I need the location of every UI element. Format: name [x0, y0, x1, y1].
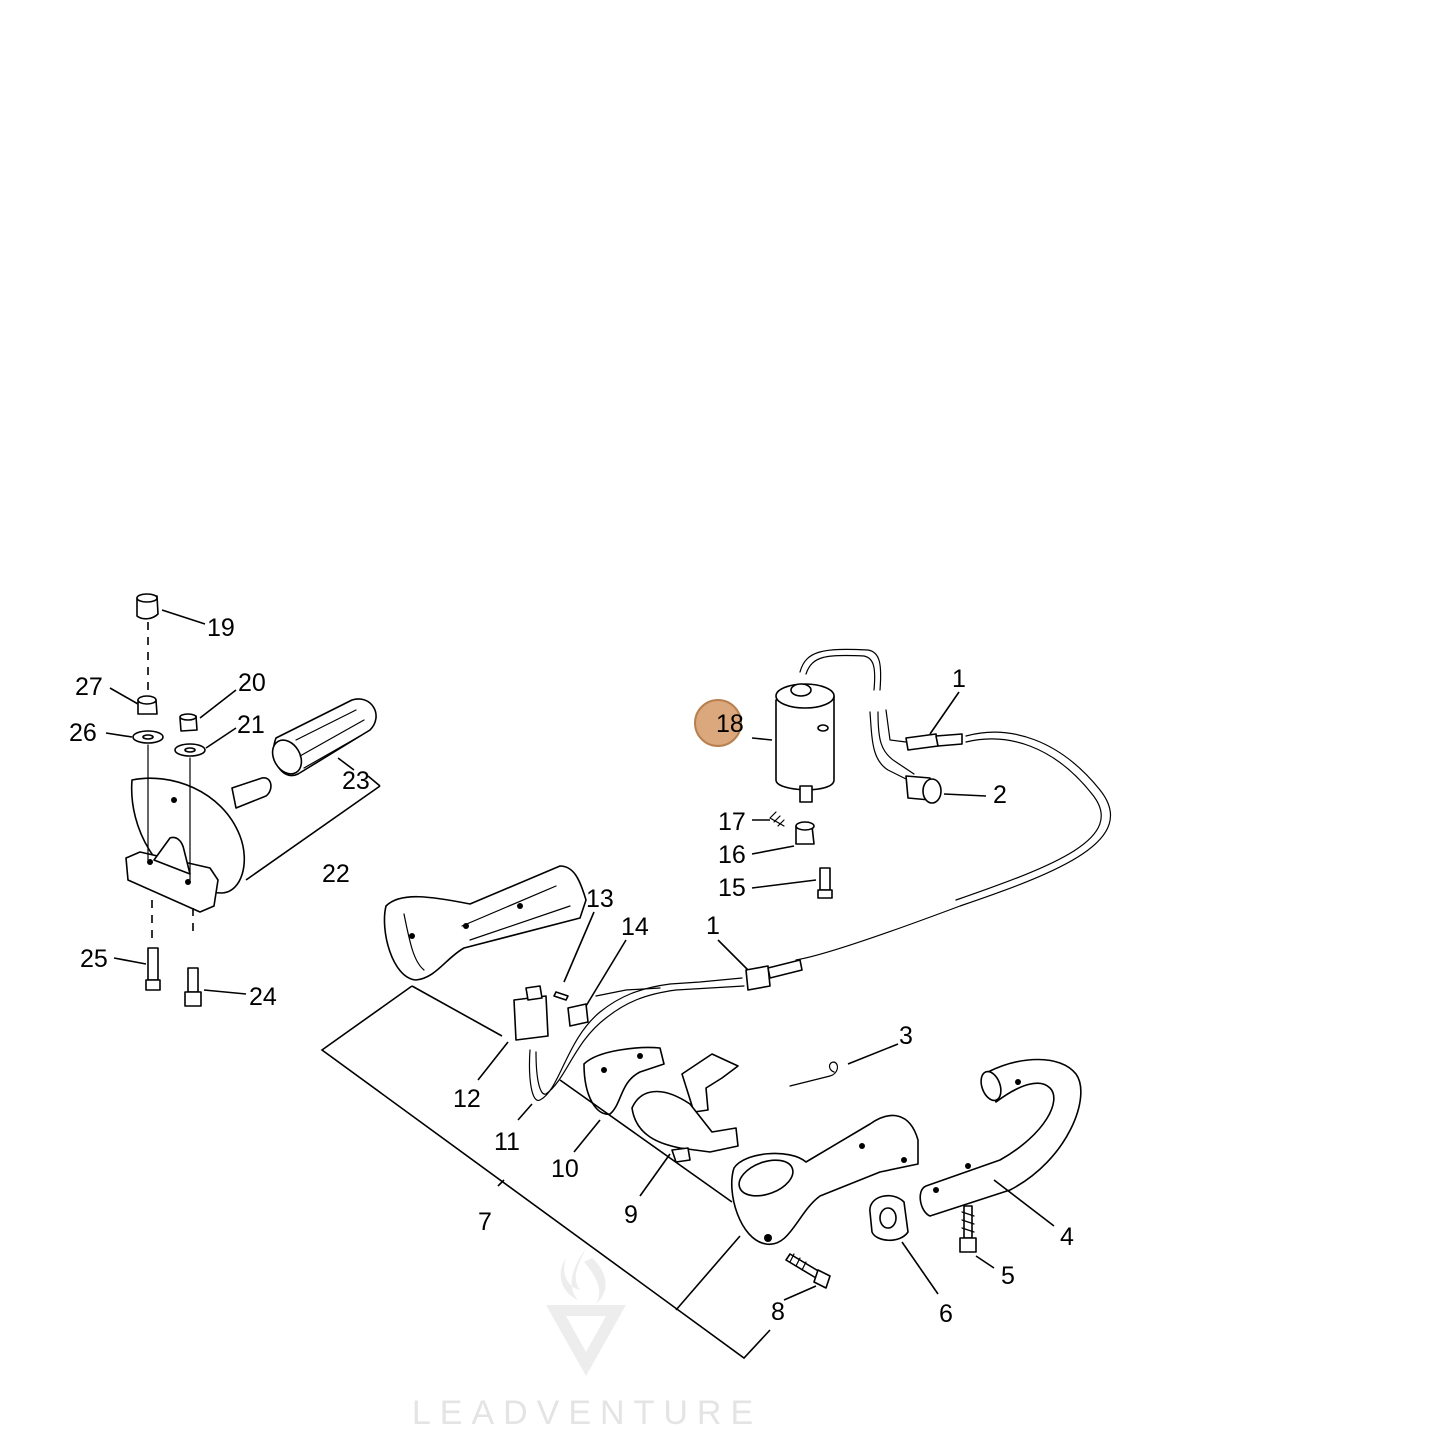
highlight-marker — [694, 699, 742, 747]
callout-4[interactable]: 4 — [1060, 1223, 1074, 1251]
part-4-loop-handle[interactable] — [919, 1058, 1082, 1217]
callout-labels: 19 27 20 26 21 23 22 25 24 18 1 2 17 16 … — [69, 614, 1074, 1328]
part-21-washer[interactable] — [174, 743, 206, 757]
callout-16[interactable]: 16 — [718, 841, 746, 869]
watermark: LEADVENTURE — [412, 1248, 762, 1432]
callout-22[interactable]: 22 — [322, 860, 350, 888]
part-19-cap[interactable] — [136, 593, 159, 620]
part-5-bolt[interactable] — [959, 1205, 977, 1253]
part-18-condenser[interactable] — [775, 683, 835, 803]
callout-24[interactable]: 24 — [249, 983, 277, 1011]
callout-14[interactable]: 14 — [621, 913, 649, 941]
callout-2[interactable]: 2 — [993, 781, 1007, 809]
callout-7[interactable]: 7 — [478, 1208, 492, 1236]
callout-18[interactable]: 18 — [716, 710, 744, 738]
callout-9[interactable]: 9 — [624, 1201, 638, 1229]
callout-1-upper[interactable]: 1 — [952, 665, 966, 693]
part-26-washer[interactable] — [132, 730, 164, 744]
callout-6[interactable]: 6 — [939, 1300, 953, 1328]
callout-1-lower[interactable]: 1 — [706, 912, 720, 940]
part-24-bolt[interactable] — [184, 967, 202, 1007]
part-7-handle-half[interactable] — [383, 865, 587, 981]
part-1-wire-lower[interactable] — [745, 959, 803, 991]
part-20-nut[interactable] — [179, 713, 198, 732]
part-9-trigger[interactable] — [631, 1053, 739, 1163]
callout-15[interactable]: 15 — [718, 874, 746, 902]
part-7-handle-half-right[interactable] — [730, 1114, 919, 1245]
callout-23[interactable]: 23 — [342, 767, 370, 795]
part-23-grip[interactable] — [267, 698, 377, 779]
callout-3[interactable]: 3 — [899, 1022, 913, 1050]
part-8-screw[interactable] — [785, 1253, 831, 1289]
callout-17[interactable]: 17 — [718, 808, 746, 836]
part-16-bushing[interactable] — [795, 821, 815, 845]
callout-12[interactable]: 12 — [453, 1085, 481, 1113]
callout-21[interactable]: 21 — [237, 711, 265, 739]
part-14-contact[interactable] — [567, 1003, 589, 1027]
callout-19[interactable]: 19 — [207, 614, 235, 642]
callout-26[interactable]: 26 — [69, 719, 97, 747]
condenser-assembly — [769, 648, 1112, 961]
part-1-wire-upper[interactable] — [905, 733, 963, 751]
callout-27[interactable]: 27 — [75, 673, 103, 701]
part-17-spring[interactable] — [769, 811, 785, 827]
callout-13[interactable]: 13 — [586, 885, 614, 913]
callout-11[interactable]: 11 — [494, 1128, 520, 1156]
callout-20[interactable]: 20 — [238, 669, 266, 697]
grip-plate-assembly — [125, 593, 377, 1007]
part-11-wire-harness[interactable] — [528, 977, 745, 1101]
rear-handle-assembly — [383, 865, 1082, 1289]
part-25-bolt[interactable] — [145, 947, 161, 991]
part-12-switch[interactable] — [513, 985, 549, 1041]
callout-10[interactable]: 10 — [551, 1155, 579, 1183]
part-15-screw[interactable] — [817, 867, 833, 899]
part-3-spring[interactable] — [789, 1061, 839, 1087]
watermark-text: LEADVENTURE — [412, 1394, 762, 1432]
part-22-handle-plate[interactable] — [125, 744, 272, 913]
callout-8[interactable]: 8 — [771, 1298, 785, 1326]
part-2-plug[interactable] — [905, 775, 942, 804]
part-6-grommet[interactable] — [869, 1194, 909, 1242]
part-27-nut[interactable] — [137, 695, 158, 715]
flame-v-logo-icon — [546, 1248, 626, 1376]
callout-5[interactable]: 5 — [1001, 1262, 1015, 1290]
leader-lines — [105, 609, 1055, 1360]
callout-25[interactable]: 25 — [80, 945, 108, 973]
part-13-pin[interactable] — [553, 991, 569, 1001]
